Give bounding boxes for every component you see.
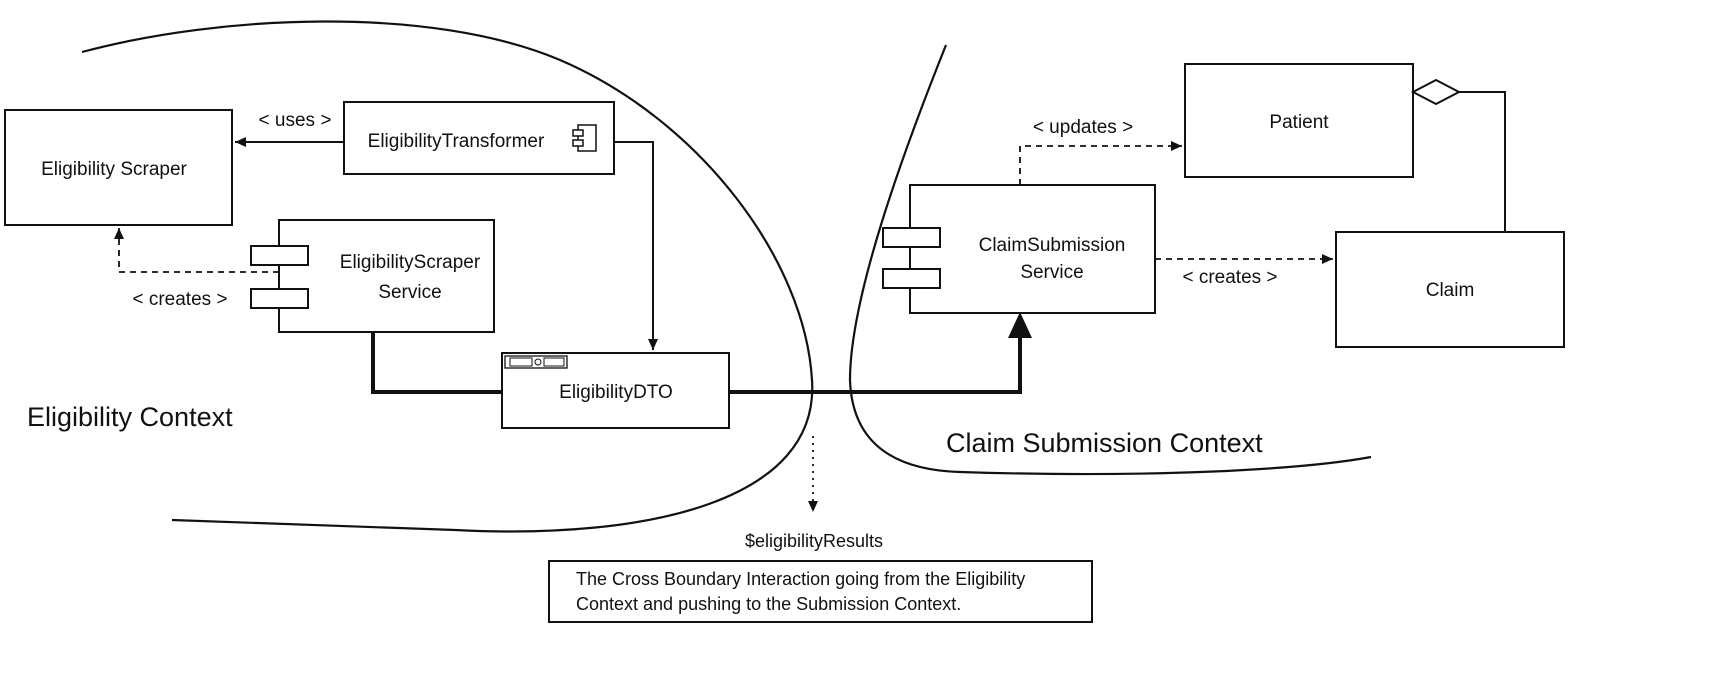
claim-submission-context-label: Claim Submission Context [946,428,1263,458]
patient-label: Patient [1269,112,1329,133]
eligibility-scraper-label: Eligibility Scraper [41,159,187,180]
aggregation-diamond [1410,78,1462,106]
component-port-bottom [882,268,941,289]
eligibility-transformer-node[interactable]: EligibilityTransformer [343,101,615,175]
updates-edge [1019,141,1182,185]
dto-to-claim-submission-arrowhead [1008,312,1032,338]
eligibility-context-label: Eligibility Context [27,402,233,432]
creates-left-edge [114,228,279,273]
eligibility-context-boundary [81,20,814,533]
updates-edge-label: < updates > [1033,117,1133,138]
creates-right-edge-label: < creates > [1182,267,1277,288]
claim-context-boundary [848,44,1372,476]
component-port-bottom [250,288,309,309]
eligibility-scraper-node[interactable]: Eligibility Scraper [4,109,233,226]
component-icon [572,124,597,152]
dto-icon [504,355,568,369]
claim-submission-service-label-1: ClaimSubmission [979,235,1126,256]
component-port-top [882,227,941,248]
note-line-1: The Cross Boundary Interaction going fro… [576,569,1025,589]
claim-label: Claim [1426,280,1475,301]
claim-node[interactable]: Claim [1335,231,1565,348]
cross-boundary-note: The Cross Boundary Interaction going fro… [548,560,1093,623]
uses-edge-label: < uses > [259,110,332,131]
claim-submission-service-label-2: Service [1020,262,1083,283]
eligibility-scraper-service-node[interactable]: EligibilityScraper Service [250,219,495,333]
note-line-2: Context and pushing to the Submission Co… [576,594,961,614]
eligibility-transformer-label: EligibilityTransformer [368,131,545,152]
component-port-top [250,245,309,266]
scraper-service-to-dto-edge [371,332,502,394]
eligibility-dto-label: EligibilityDTO [559,382,673,403]
creates-left-edge-label: < creates > [132,289,227,310]
eligibility-results-label: $eligibilityResults [745,531,883,551]
eligibility-dto-node[interactable]: EligibilityDTO [501,352,730,429]
patient-claim-aggregation-edge [1458,91,1506,232]
claim-submission-service-node[interactable]: ClaimSubmission Service [882,184,1156,314]
dto-to-claim-submission-edge [729,318,1022,394]
eligibility-scraper-service-label-1: EligibilityScraper [340,252,481,273]
transformer-to-dto-edge [614,141,658,350]
patient-node[interactable]: Patient [1184,63,1414,178]
eligibility-scraper-service-label-2: Service [378,282,441,303]
